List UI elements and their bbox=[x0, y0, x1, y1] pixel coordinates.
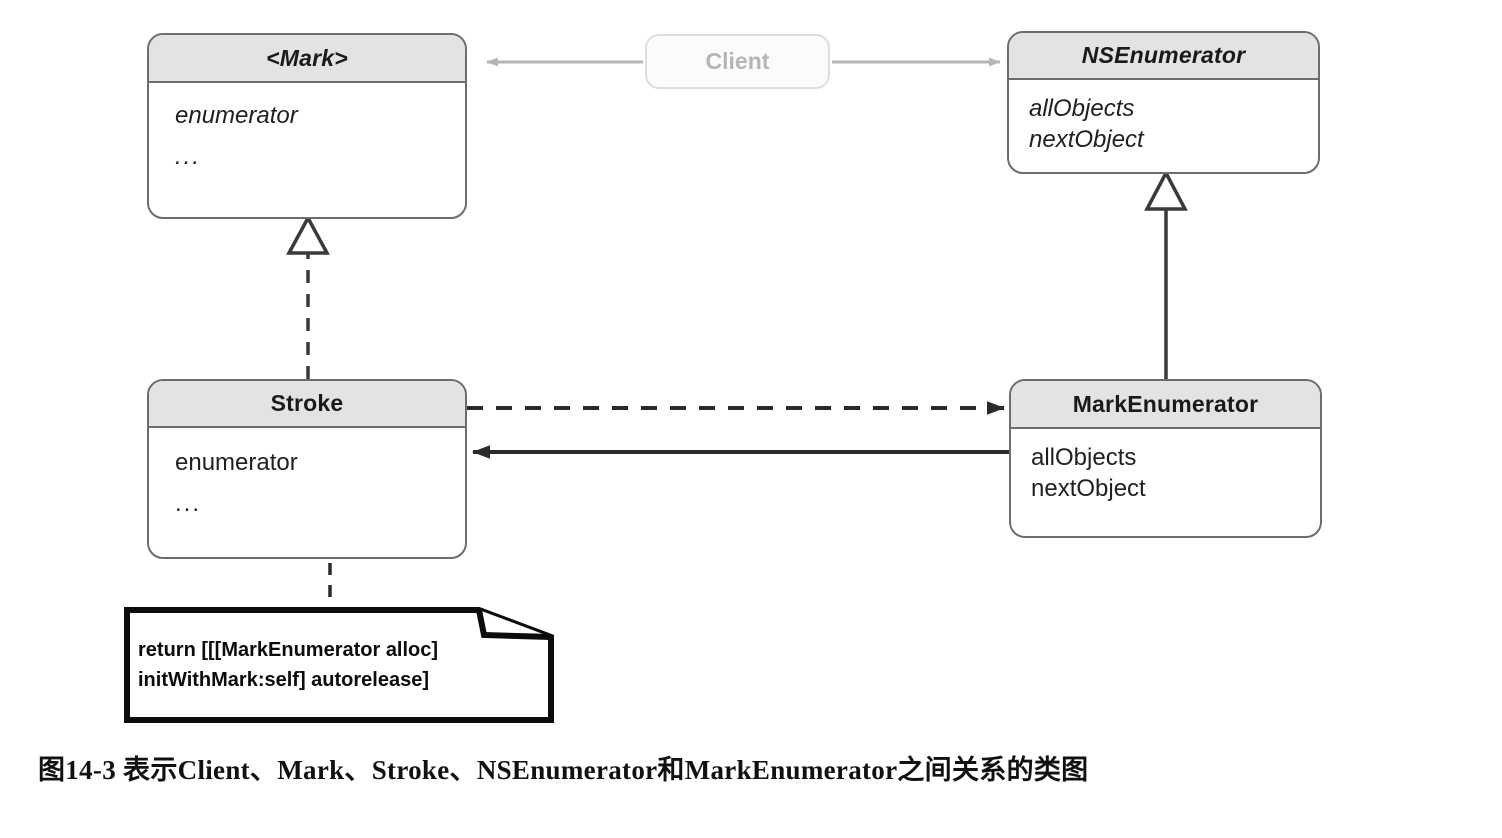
class-title-mark: <Mark> bbox=[149, 35, 465, 83]
node-client[interactable]: Client bbox=[645, 34, 830, 89]
class-members-mark: enumerator ... bbox=[149, 83, 465, 172]
class-title-markenumerator: MarkEnumerator bbox=[1011, 381, 1320, 429]
class-title-nsenumerator: NSEnumerator bbox=[1009, 33, 1318, 80]
class-member: nextObject bbox=[1029, 125, 1144, 153]
note-text: return [[[MarkEnumerator alloc] initWith… bbox=[138, 635, 438, 696]
class-box-stroke[interactable]: Stroke enumerator ... bbox=[147, 379, 467, 559]
note-line: initWithMark:self] autorelease] bbox=[138, 669, 429, 692]
note-line: return [[[MarkEnumerator alloc] bbox=[138, 639, 439, 661]
class-member: ... bbox=[175, 489, 202, 517]
class-member: allObjects bbox=[1029, 95, 1135, 122]
class-members-markenumerator: allObjects nextObject bbox=[1011, 429, 1320, 504]
class-box-nsenumerator[interactable]: NSEnumerator allObjects nextObject bbox=[1007, 31, 1320, 174]
class-member: enumerator bbox=[175, 449, 298, 476]
note-shape bbox=[124, 607, 554, 723]
class-member: ... bbox=[175, 142, 202, 170]
connector-stroke-realizes-mark bbox=[286, 214, 330, 379]
class-member: nextObject bbox=[1031, 474, 1146, 502]
note-code[interactable]: return [[[MarkEnumerator alloc] initWith… bbox=[124, 607, 554, 723]
class-members-stroke: enumerator ... bbox=[149, 428, 465, 519]
class-title-stroke: Stroke bbox=[149, 381, 465, 428]
class-box-markenumerator[interactable]: MarkEnumerator allObjects nextObject bbox=[1009, 379, 1322, 538]
class-member: allObjects bbox=[1031, 444, 1137, 471]
class-member: enumerator bbox=[175, 102, 298, 129]
class-box-mark[interactable]: <Mark> enumerator ... bbox=[147, 33, 467, 219]
class-members-nsenumerator: allObjects nextObject bbox=[1009, 80, 1318, 155]
connector-markenumerator-extends-nsenumerator bbox=[1144, 169, 1188, 379]
node-client-label: Client bbox=[705, 48, 770, 74]
figure-caption: 图14-3 表示Client、Mark、Stroke、NSEnumerator和… bbox=[38, 755, 1089, 785]
